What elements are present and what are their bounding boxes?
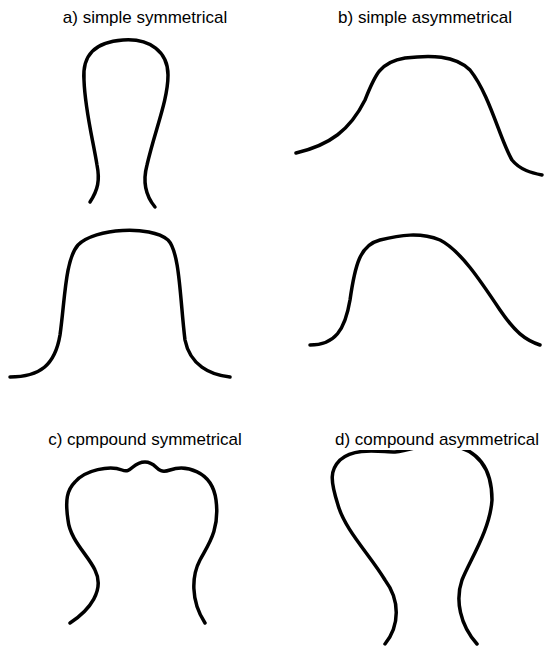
simple-symmetrical-wide-curve — [10, 230, 230, 377]
simple-symmetrical-narrow-curve — [84, 40, 168, 207]
panel-label: a) simple symmetrical — [61, 8, 229, 28]
panel-label: c) cpmpound symmetrical — [46, 430, 244, 450]
compound-asymmetrical-curve — [332, 444, 492, 644]
panel-label: b) simple asymmetrical — [336, 8, 514, 28]
compound-symmetrical-curve — [67, 462, 217, 623]
simple-asymmetrical-lower-curve — [310, 235, 540, 345]
panel-label: d) compound asymmetrical — [333, 430, 541, 450]
simple-asymmetrical-upper-curve — [296, 56, 542, 175]
